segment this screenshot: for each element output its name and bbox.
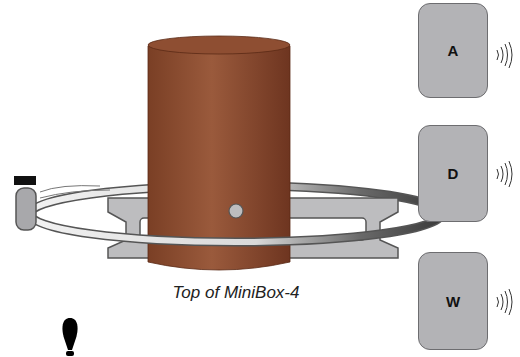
strap-front-fill [30, 214, 442, 242]
sensor-box: W [418, 252, 488, 350]
part-label: Top of MiniBox-4 [173, 283, 300, 303]
plate-notch [229, 204, 243, 218]
wireless-symbols [497, 42, 512, 315]
pin-marker-base [66, 351, 74, 356]
box-letter: W [446, 293, 460, 310]
pin-marker [62, 318, 77, 350]
sensor-box: D [418, 125, 488, 222]
clip-cap [14, 176, 36, 185]
strap-clip [16, 188, 36, 230]
box-letter: D [448, 165, 459, 182]
trunk-top [148, 36, 290, 54]
sensor-box: A [418, 3, 488, 98]
strap-tail [40, 186, 100, 192]
box-letter: A [448, 42, 459, 59]
strap-tail [40, 190, 110, 198]
strap-front [30, 214, 442, 242]
